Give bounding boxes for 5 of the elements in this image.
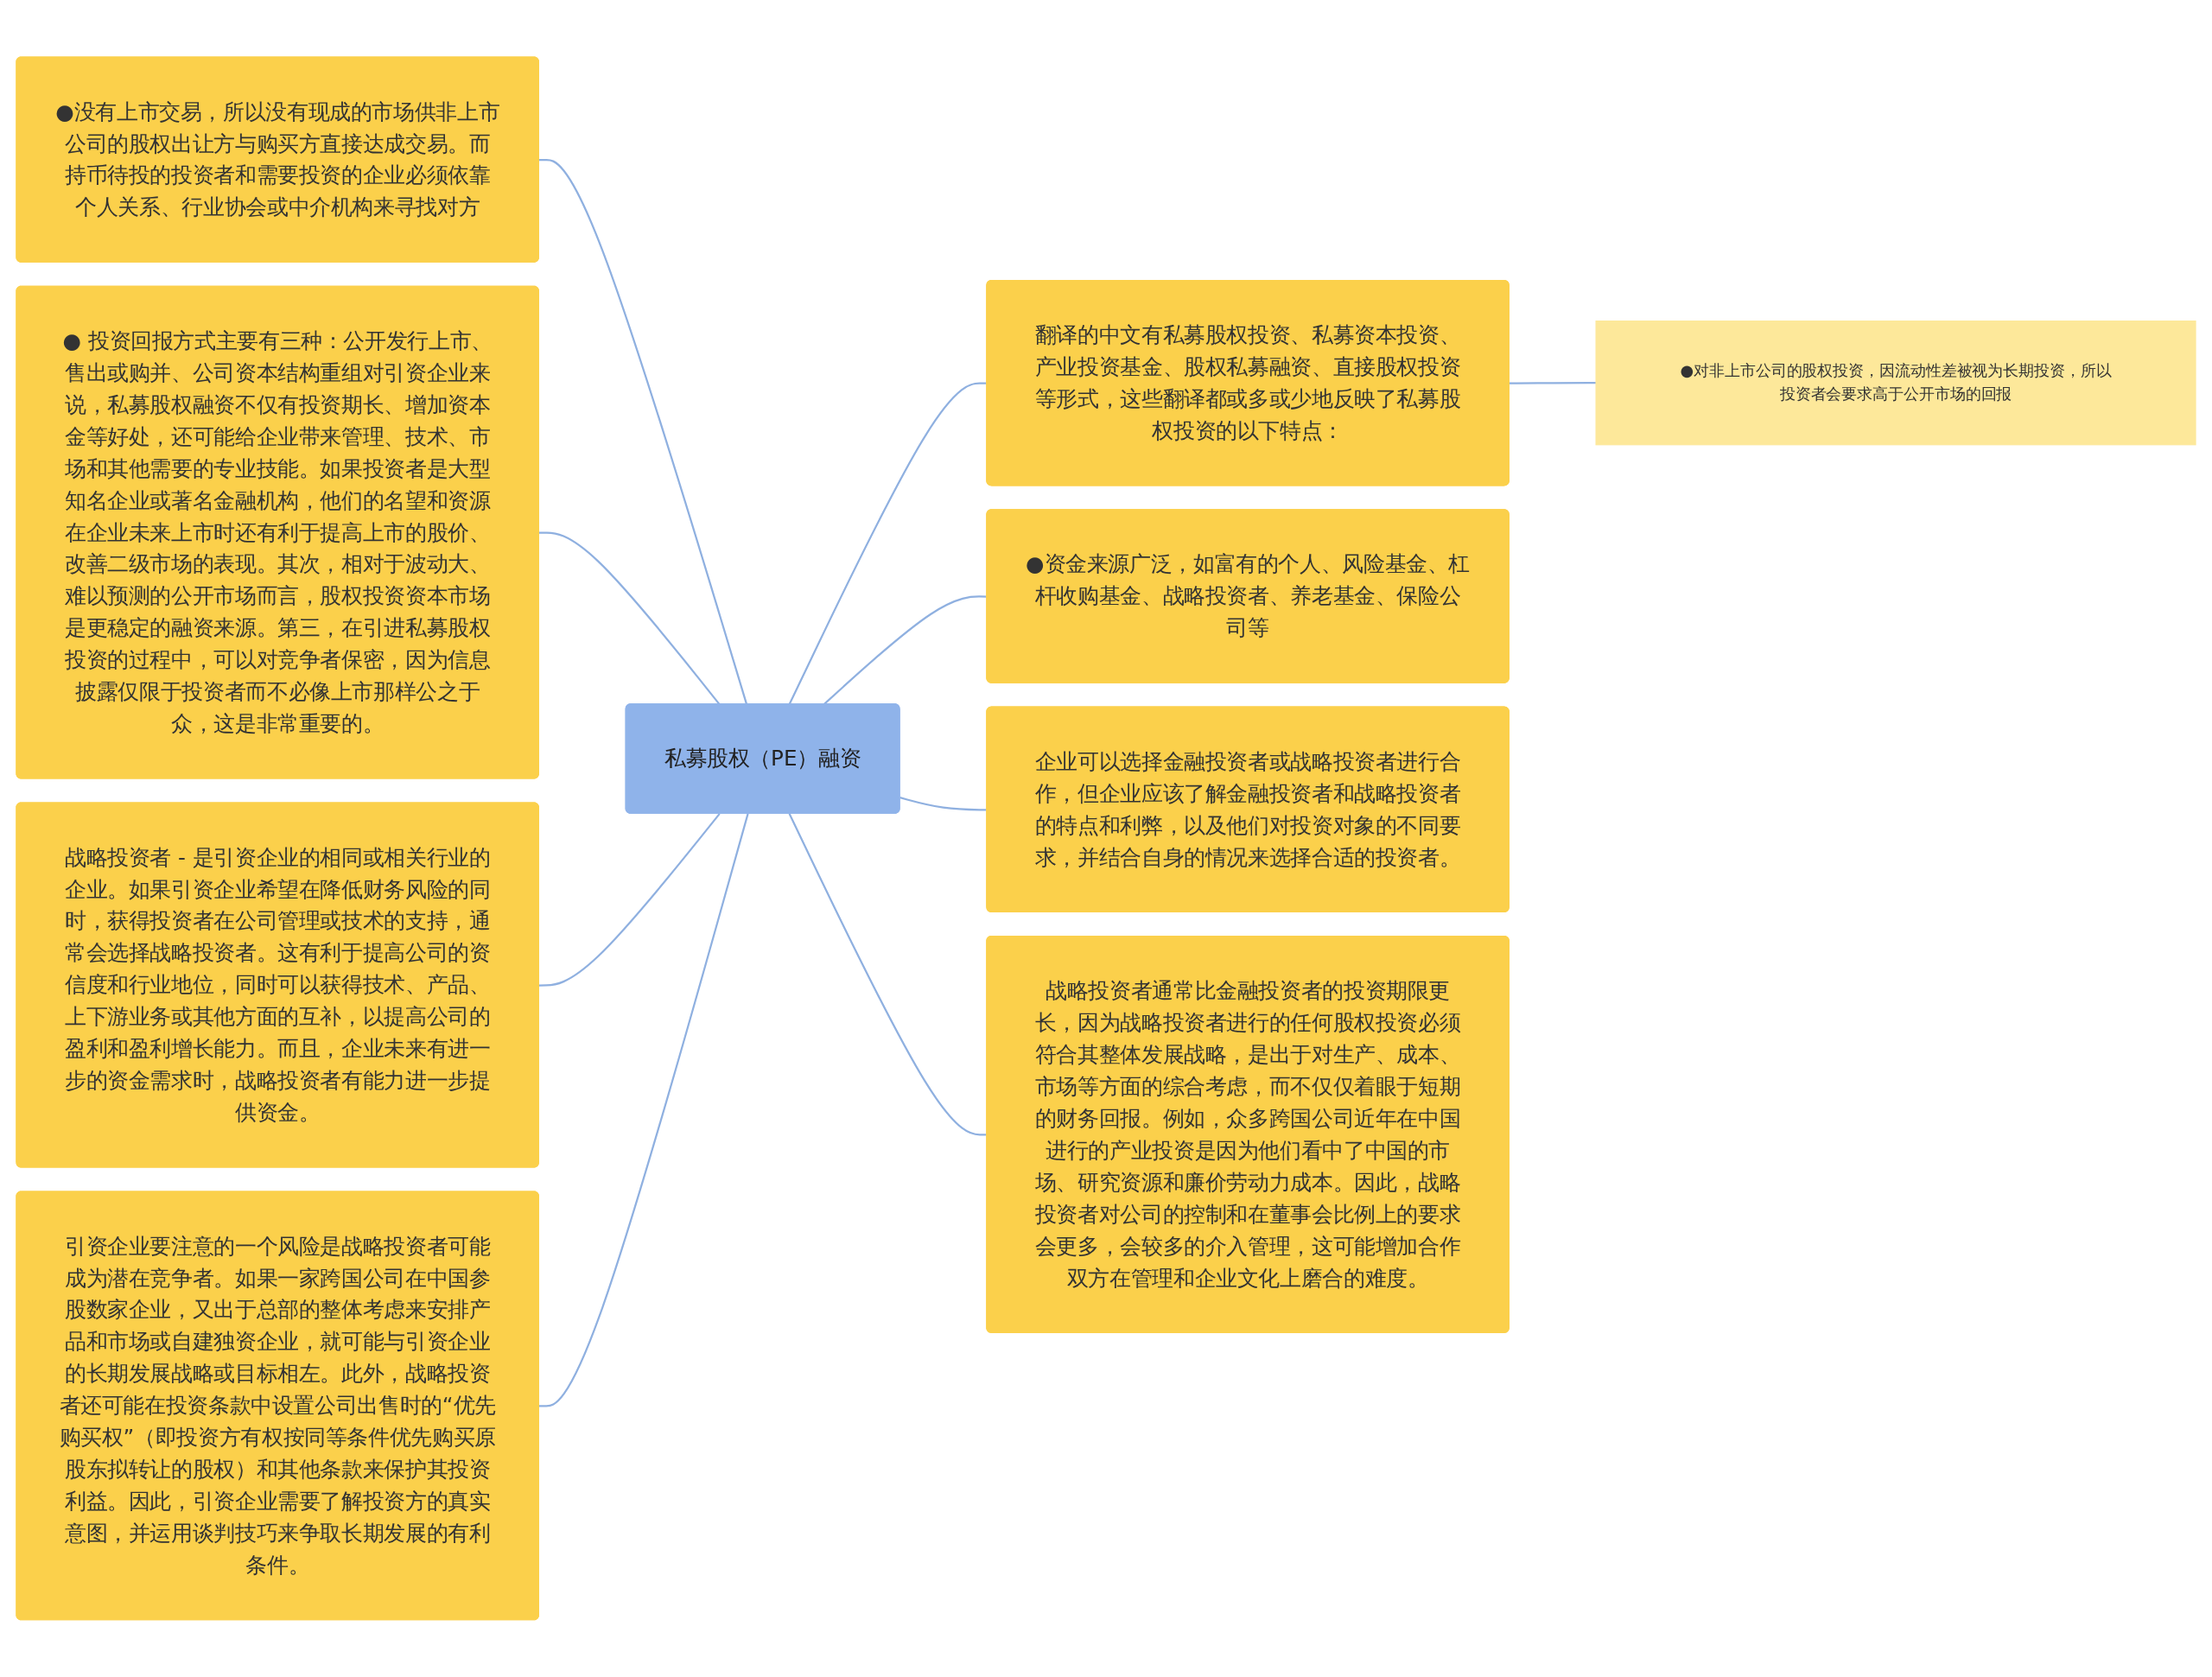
node-box bbox=[1595, 321, 2196, 446]
connector bbox=[538, 813, 721, 987]
connector bbox=[538, 159, 748, 705]
connector bbox=[1509, 382, 1597, 384]
connector bbox=[538, 813, 749, 1407]
